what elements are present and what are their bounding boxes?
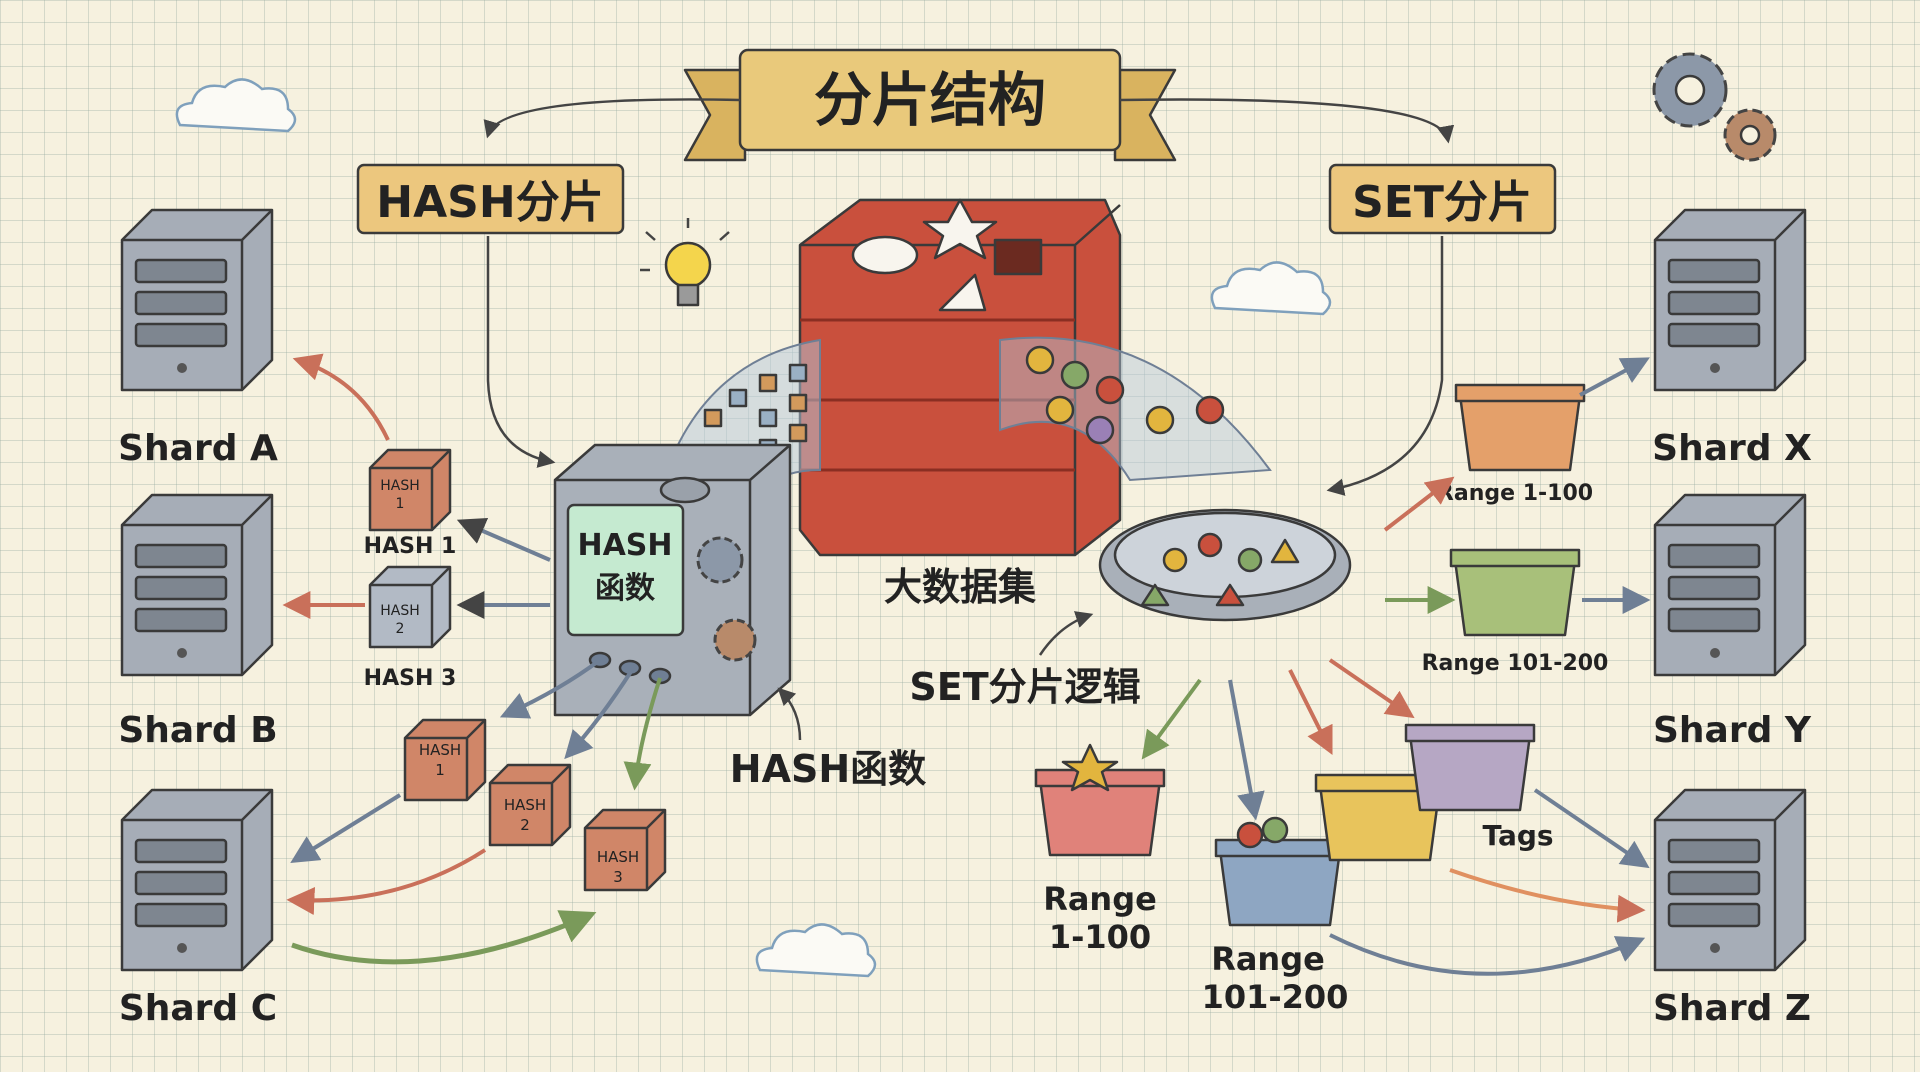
set-logic-label: SET分片逻辑: [909, 665, 1140, 709]
server-icon: [1653, 788, 1807, 972]
shard-label: Shard B: [118, 710, 277, 751]
svg-text:2: 2: [396, 621, 405, 637]
server-icon: [120, 493, 274, 677]
square-hole-icon: [993, 238, 1043, 276]
svg-text:Range: Range: [1043, 880, 1157, 918]
svg-text:1: 1: [435, 761, 445, 779]
svg-text:Range 101-200: Range 101-200: [1422, 651, 1609, 676]
svg-text:HASH: HASH: [597, 848, 639, 866]
svg-text:1-100: 1-100: [1049, 918, 1151, 956]
svg-text:101-200: 101-200: [1202, 978, 1349, 1016]
bin-range-101-200-top: Range 101-200: [1422, 548, 1609, 676]
svg-text:SET分片: SET分片: [1352, 177, 1532, 228]
shard-label: Shard Z: [1653, 988, 1811, 1029]
lightbulb-icon: [640, 218, 730, 307]
hash-screen: [566, 503, 685, 637]
svg-text:函数: 函数: [595, 571, 656, 606]
shard-a: Shard A: [118, 208, 278, 469]
server-icon: [120, 208, 274, 392]
cloud-icon: [175, 78, 297, 133]
gear-icon: [696, 536, 744, 584]
triangle-shape-icon: [938, 273, 987, 312]
server-icon: [120, 788, 274, 972]
gear-icon: [713, 618, 757, 662]
hash-function-label: HASH函数: [730, 747, 926, 791]
svg-text:Tags: Tags: [1482, 819, 1553, 852]
server-icon: [1653, 208, 1807, 392]
hash-label: HASH 3: [364, 666, 457, 691]
cloud-icon: [755, 923, 877, 978]
svg-text:1: 1: [396, 496, 405, 512]
shard-c: Shard C: [119, 788, 277, 1029]
cloud-icon: [1210, 261, 1332, 316]
page-title: 分片结构: [814, 66, 1046, 134]
circle-shape-icon: [851, 235, 919, 275]
svg-text:Range: Range: [1211, 940, 1325, 978]
shard-label: Shard X: [1652, 428, 1812, 469]
shard-label: Shard C: [119, 988, 277, 1029]
star-icon: [922, 198, 998, 260]
hash-cube-3: HASH 3: [583, 808, 667, 892]
svg-text:HASH: HASH: [380, 603, 420, 619]
dataset-label: 大数据集: [884, 565, 1036, 609]
bin-tags: Tags: [1404, 723, 1554, 852]
svg-text:HASH: HASH: [577, 528, 672, 563]
svg-text:2: 2: [520, 816, 530, 834]
shard-y: Shard Y: [1653, 493, 1812, 751]
gear-icon: [1652, 52, 1777, 162]
hash-function-machine: HASH 函数: [553, 443, 792, 717]
bin-range-101-200: Range 101-200: [1202, 816, 1349, 1016]
shard-label: Shard A: [118, 428, 278, 469]
set-sieve: [1098, 508, 1352, 622]
server-icon: [1653, 493, 1807, 677]
shard-x: Shard X: [1652, 208, 1812, 469]
hash-cube-2: HASH 2: [488, 763, 572, 847]
big-dataset-block: [798, 198, 1122, 557]
hash-cube-1-small: HASH 1 HASH 1: [364, 448, 457, 559]
hash-label: HASH 1: [364, 534, 457, 559]
svg-text:HASH: HASH: [504, 796, 546, 814]
hash-sharding-heading: HASH分片: [356, 163, 625, 235]
set-sharding-heading: SET分片: [1328, 163, 1557, 235]
svg-text:HASH分片: HASH分片: [376, 177, 603, 228]
svg-text:HASH: HASH: [380, 478, 420, 494]
svg-text:HASH: HASH: [419, 741, 461, 759]
svg-text:Range 1-100: Range 1-100: [1437, 481, 1593, 506]
shard-label: Shard Y: [1653, 710, 1812, 751]
svg-text:3: 3: [613, 868, 623, 886]
title-banner: 分片结构: [683, 48, 1177, 162]
hash-cube-2-small: HASH 2 HASH 3: [364, 565, 457, 691]
shard-b: Shard B: [118, 493, 278, 751]
bin-range-1-100: Range 1-100: [1034, 743, 1166, 956]
hash-cube-1: HASH 1: [403, 718, 487, 802]
shard-z: Shard Z: [1653, 788, 1811, 1029]
data-stream-to-set: [999, 336, 1272, 482]
bin-range-1-100-top: Range 1-100: [1437, 383, 1593, 506]
